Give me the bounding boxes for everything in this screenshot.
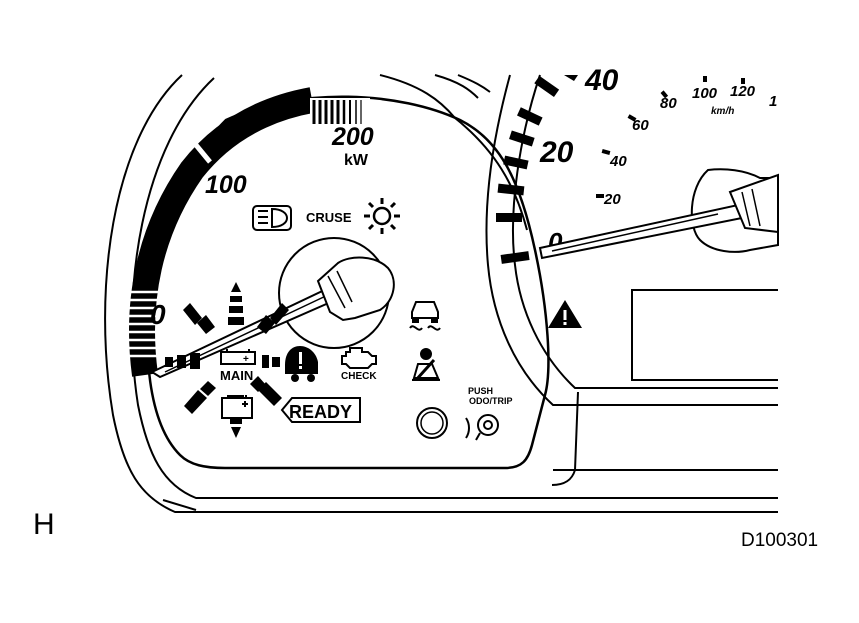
burst-ray xyxy=(262,355,269,368)
burst-ray xyxy=(230,418,242,424)
power-needle-cap xyxy=(316,256,395,322)
speedometer-needle-cap xyxy=(728,173,779,234)
speedometer-needle xyxy=(538,168,779,260)
burst-ray xyxy=(257,315,275,334)
burst-ray xyxy=(250,376,266,392)
burst-ray xyxy=(177,355,186,368)
power-scale-200: 200 xyxy=(331,123,374,151)
burst-ray xyxy=(183,303,202,325)
speedometer-outer-ticks xyxy=(496,75,578,264)
power-arc-stripes-high xyxy=(310,98,370,126)
illumination-burst xyxy=(165,282,289,438)
power-scale-100: 100 xyxy=(205,171,247,199)
power-unit-kw: kW xyxy=(344,152,369,169)
power-scale-0: 0 xyxy=(150,299,166,330)
burst-ray xyxy=(190,353,200,369)
power-arc-band xyxy=(129,87,315,377)
kmh-unit: km/h xyxy=(711,106,734,117)
kmh-scale-80: 80 xyxy=(660,95,677,112)
bezel-inner-edge xyxy=(454,117,528,231)
ready-label: READY xyxy=(289,402,352,422)
push-button-icon xyxy=(465,414,499,441)
battery-icon xyxy=(221,395,253,419)
burst-ray xyxy=(231,427,241,438)
burst-ray xyxy=(229,306,243,313)
skid-control-icon xyxy=(409,301,441,331)
kmh-scale-partial: 1 xyxy=(769,93,777,110)
headlight-icon xyxy=(252,205,292,231)
seatbelt-icon xyxy=(412,348,440,382)
kmh-scale-100: 100 xyxy=(692,85,718,102)
kmh-scale-60: 60 xyxy=(632,117,649,134)
figure-corner-letter: H xyxy=(33,508,55,541)
burst-ray xyxy=(165,357,173,367)
power-meter-arc xyxy=(126,87,370,377)
check-label: CHECK xyxy=(341,371,377,382)
burst-ray xyxy=(230,296,242,302)
burst-ray xyxy=(228,317,244,325)
cruise-indicator-label: CRUSE xyxy=(306,210,352,225)
power-arc-gap xyxy=(194,143,212,164)
main-label: MAIN xyxy=(220,368,253,383)
burst-ray xyxy=(270,303,289,325)
kmh-scale-20: 20 xyxy=(603,191,621,208)
burst-ray xyxy=(272,357,280,367)
burst-ray xyxy=(258,382,282,406)
main-battery-icon: + MAIN xyxy=(220,349,256,383)
main-battery-plus: + xyxy=(243,354,249,365)
speedometer-inner-ticks xyxy=(596,76,745,198)
odo-trip-label: ODO/TRIP xyxy=(469,396,513,406)
warning-triangle-icon xyxy=(548,300,582,328)
figure-code: D100301 xyxy=(741,530,819,551)
kmh-scale-40: 40 xyxy=(609,153,627,170)
speed-scale-20: 20 xyxy=(539,136,574,169)
speedometer-outer-rim xyxy=(485,74,778,406)
odo-trip-knob-ring xyxy=(420,411,444,435)
kmh-scale-120: 120 xyxy=(730,83,756,100)
ready-indicator: READY xyxy=(280,397,361,423)
burst-ray xyxy=(231,282,241,292)
sun-icon xyxy=(364,198,400,234)
check-engine-icon: CHECK xyxy=(341,347,377,382)
burst-ray xyxy=(197,315,215,334)
speedometer: 0 20 40 20 40 60 80 100 120 1 km/h xyxy=(485,64,779,486)
burst-ray xyxy=(184,390,207,414)
hybrid-system-warning-icon xyxy=(285,346,318,382)
speed-scale-40: 40 xyxy=(584,64,619,97)
push-label: PUSH xyxy=(468,386,493,396)
burst-ray xyxy=(200,381,216,396)
power-arc-stripes-low xyxy=(126,290,161,358)
speedometer-inner-rim xyxy=(512,74,778,389)
multi-info-display xyxy=(631,289,778,381)
